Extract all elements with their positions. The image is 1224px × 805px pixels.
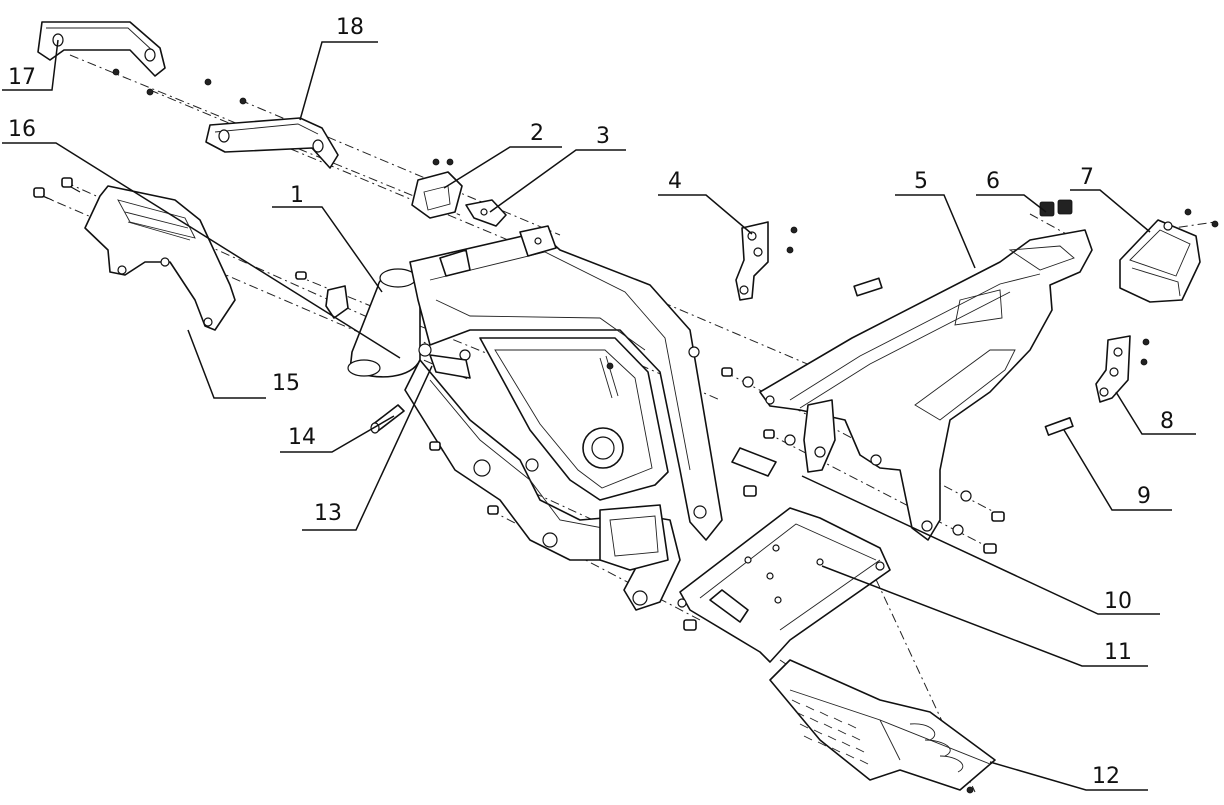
part-6-clips xyxy=(1039,199,1073,217)
callout-1: 1 xyxy=(290,183,304,208)
callout-leaders xyxy=(2,39,1196,791)
callout-17: 17 xyxy=(8,65,36,90)
callout-15: 15 xyxy=(272,371,300,396)
part-8-bracket xyxy=(1095,335,1150,403)
callout-10: 10 xyxy=(1104,589,1132,614)
callout-8: 8 xyxy=(1160,409,1174,434)
part-2-bracket xyxy=(411,158,463,219)
callout-3: 3 xyxy=(596,124,610,149)
callout-11: 11 xyxy=(1104,640,1132,665)
part-5-rear-subframe xyxy=(759,229,1093,541)
part-18-bracket xyxy=(205,97,339,169)
callout-14: 14 xyxy=(288,425,316,450)
part-15-side-plate xyxy=(33,177,236,331)
callout-18: 18 xyxy=(336,15,364,40)
part-3-bracket xyxy=(465,199,507,227)
callout-16: 16 xyxy=(8,117,36,142)
callout-2: 2 xyxy=(530,121,544,146)
part-4-bracket xyxy=(735,221,798,301)
callout-13: 13 xyxy=(314,501,342,526)
part-7-box-bracket xyxy=(1119,208,1219,303)
callout-labels: 1 2 3 4 5 6 7 8 9 10 11 12 13 14 15 16 1… xyxy=(8,15,1174,789)
callout-5: 5 xyxy=(914,169,928,194)
callout-9: 9 xyxy=(1137,484,1151,509)
part-17-upper-bracket xyxy=(37,21,212,96)
fasteners xyxy=(295,271,1005,794)
callout-4: 4 xyxy=(668,169,682,194)
part-10-plate xyxy=(731,447,777,477)
part-11-tray xyxy=(677,507,891,663)
part-12-skid-plate xyxy=(769,659,996,791)
part-9-tag xyxy=(1044,416,1074,436)
callout-12: 12 xyxy=(1092,764,1120,789)
callout-7: 7 xyxy=(1080,165,1094,190)
callout-6: 6 xyxy=(986,169,1000,194)
part-1-main-frame xyxy=(325,225,723,611)
